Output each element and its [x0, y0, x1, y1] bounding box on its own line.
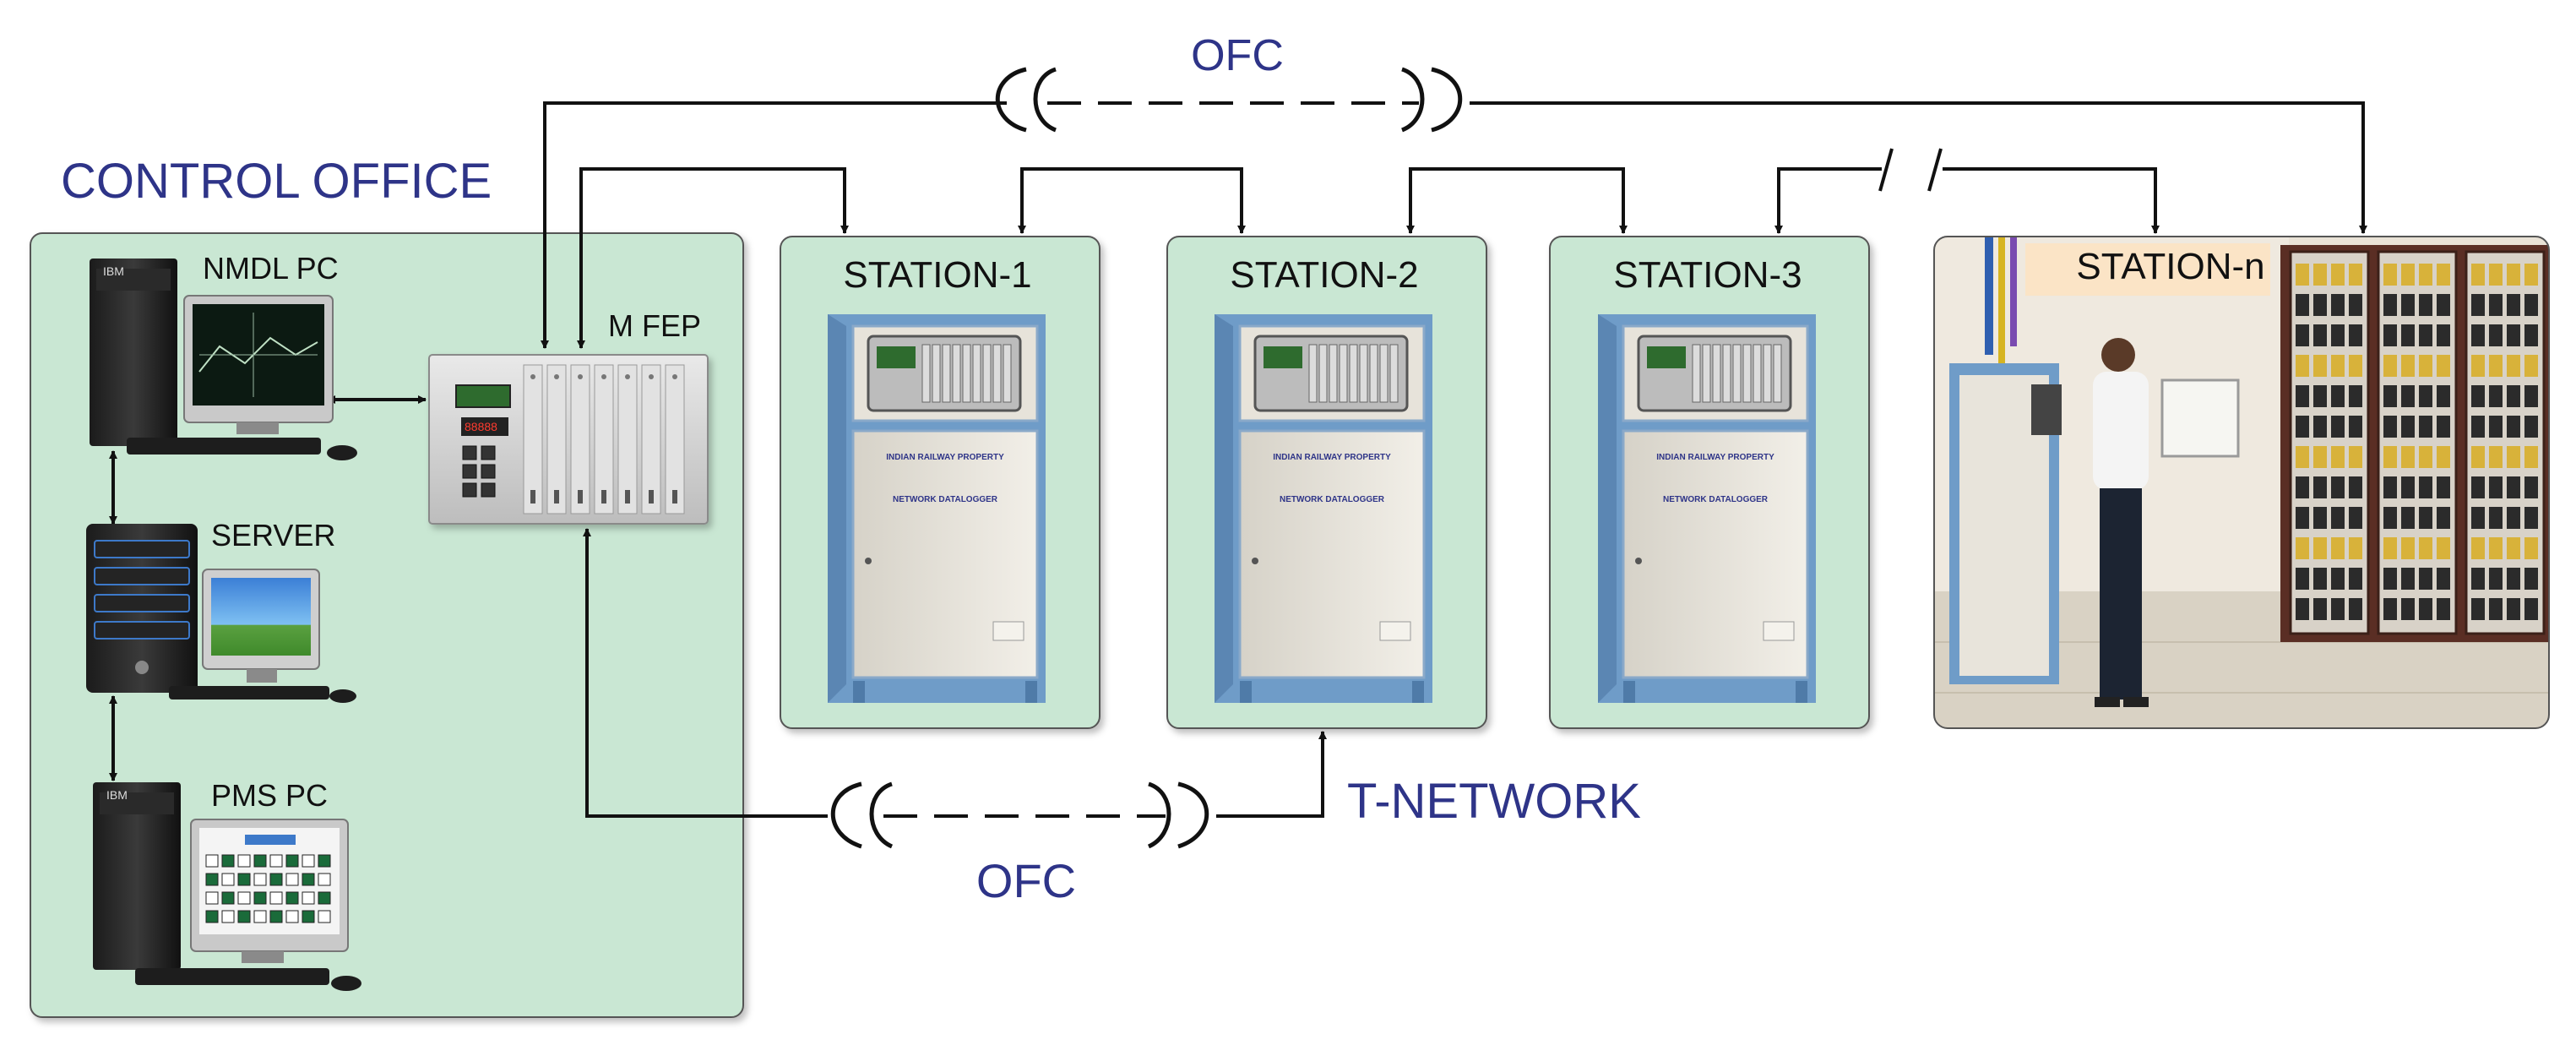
ofc-bottom-symbol: [830, 781, 1209, 849]
station-3-label: STATION-3: [1613, 254, 1802, 296]
station-2-label: STATION-2: [1230, 254, 1418, 296]
ofc-bottom-label: OFC: [976, 854, 1076, 907]
station-n-label: STATION-n: [2076, 246, 2264, 287]
control-office-title: CONTROL OFFICE: [61, 154, 492, 209]
fep-readout: 88888: [465, 420, 497, 433]
cabinets: INDIAN RAILWAY PROPERTY NETWORK DATALOGGE…: [828, 314, 1816, 703]
server: [86, 524, 356, 703]
pms-pc-label: PMS PC: [211, 778, 328, 813]
pms-pc-brand: IBM: [106, 788, 128, 802]
station-1-label: STATION-1: [843, 254, 1031, 296]
datalogger-cabinet-2: INDIAN RAILWAY PROPERTY NETWORK DATALOGGE…: [1215, 314, 1432, 703]
station-n-photo: [1933, 236, 2550, 729]
cabinet-name-text: NETWORK DATALOGGER: [1280, 495, 1385, 504]
cabinet-name-text: NETWORK DATALOGGER: [1663, 495, 1769, 504]
cabinet-property-text: INDIAN RAILWAY PROPERTY: [1273, 453, 1391, 462]
cabinet-property-text: INDIAN RAILWAY PROPERTY: [886, 453, 1004, 462]
connection-lines: [109, 101, 2367, 818]
station-n-label-box: [2025, 243, 2270, 296]
server-label: SERVER: [211, 518, 335, 552]
nmdl-pc-brand: IBM: [103, 264, 124, 278]
t-network-label: T-NETWORK: [1347, 774, 1641, 829]
datalogger-cabinet-3: INDIAN RAILWAY PROPERTY NETWORK DATALOGGE…: [1598, 314, 1816, 703]
m-fep: 88888: [428, 354, 709, 525]
nmdl-pc: IBM: [90, 259, 357, 460]
pms-pc: IBM: [93, 782, 361, 991]
datalogger-cabinet-1: INDIAN RAILWAY PROPERTY NETWORK DATALOGGE…: [828, 314, 1046, 703]
nmdl-pc-label: NMDL PC: [203, 251, 339, 286]
m-fep-label: M FEP: [608, 308, 701, 343]
cabinet-property-text: INDIAN RAILWAY PROPERTY: [1656, 453, 1774, 462]
ofc-top-label: OFC: [1191, 31, 1284, 80]
ofc-top-symbol: [995, 67, 1463, 133]
cabinet-name-text: NETWORK DATALOGGER: [893, 495, 998, 504]
